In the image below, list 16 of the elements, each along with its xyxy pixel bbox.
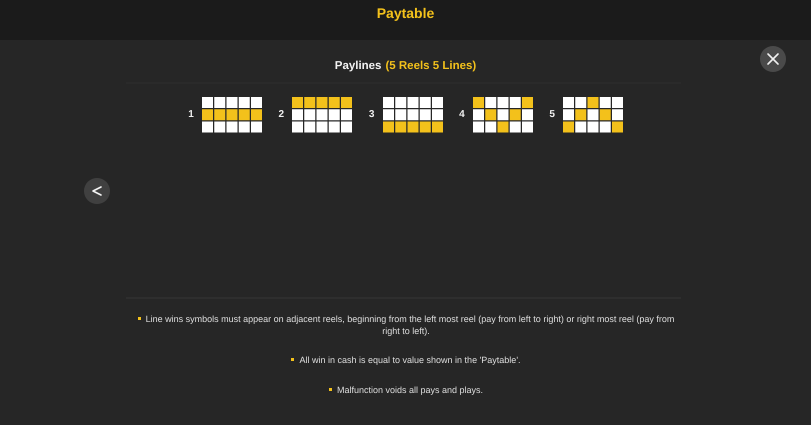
payline-number: 2 <box>278 108 286 122</box>
payline-grid <box>563 97 624 132</box>
payline-number: 4 <box>458 108 466 122</box>
section-subheading: (5 Reels 5 Lines) <box>385 59 476 74</box>
payline-grid <box>292 97 352 132</box>
rule-text: Line wins symbols must appear on adjacent reels, beginning from the left most reel (pay from left to right) or right most reel (pay from right to left). <box>146 314 674 336</box>
payline-grid <box>472 97 533 132</box>
rule-text: All win in cash is equal to value shown in the 'Paytable'. <box>299 355 521 365</box>
rule-text: Malfunction voids all pays and plays. <box>336 385 484 395</box>
title: Paytable <box>376 4 436 22</box>
section-heading: Paylines <box>334 59 382 74</box>
payline-number: 3 <box>368 108 376 122</box>
payline-grid <box>382 97 443 132</box>
payline-number: 5 <box>548 108 556 122</box>
payline-grid <box>202 97 262 132</box>
payline-number: 1 <box>187 108 195 122</box>
